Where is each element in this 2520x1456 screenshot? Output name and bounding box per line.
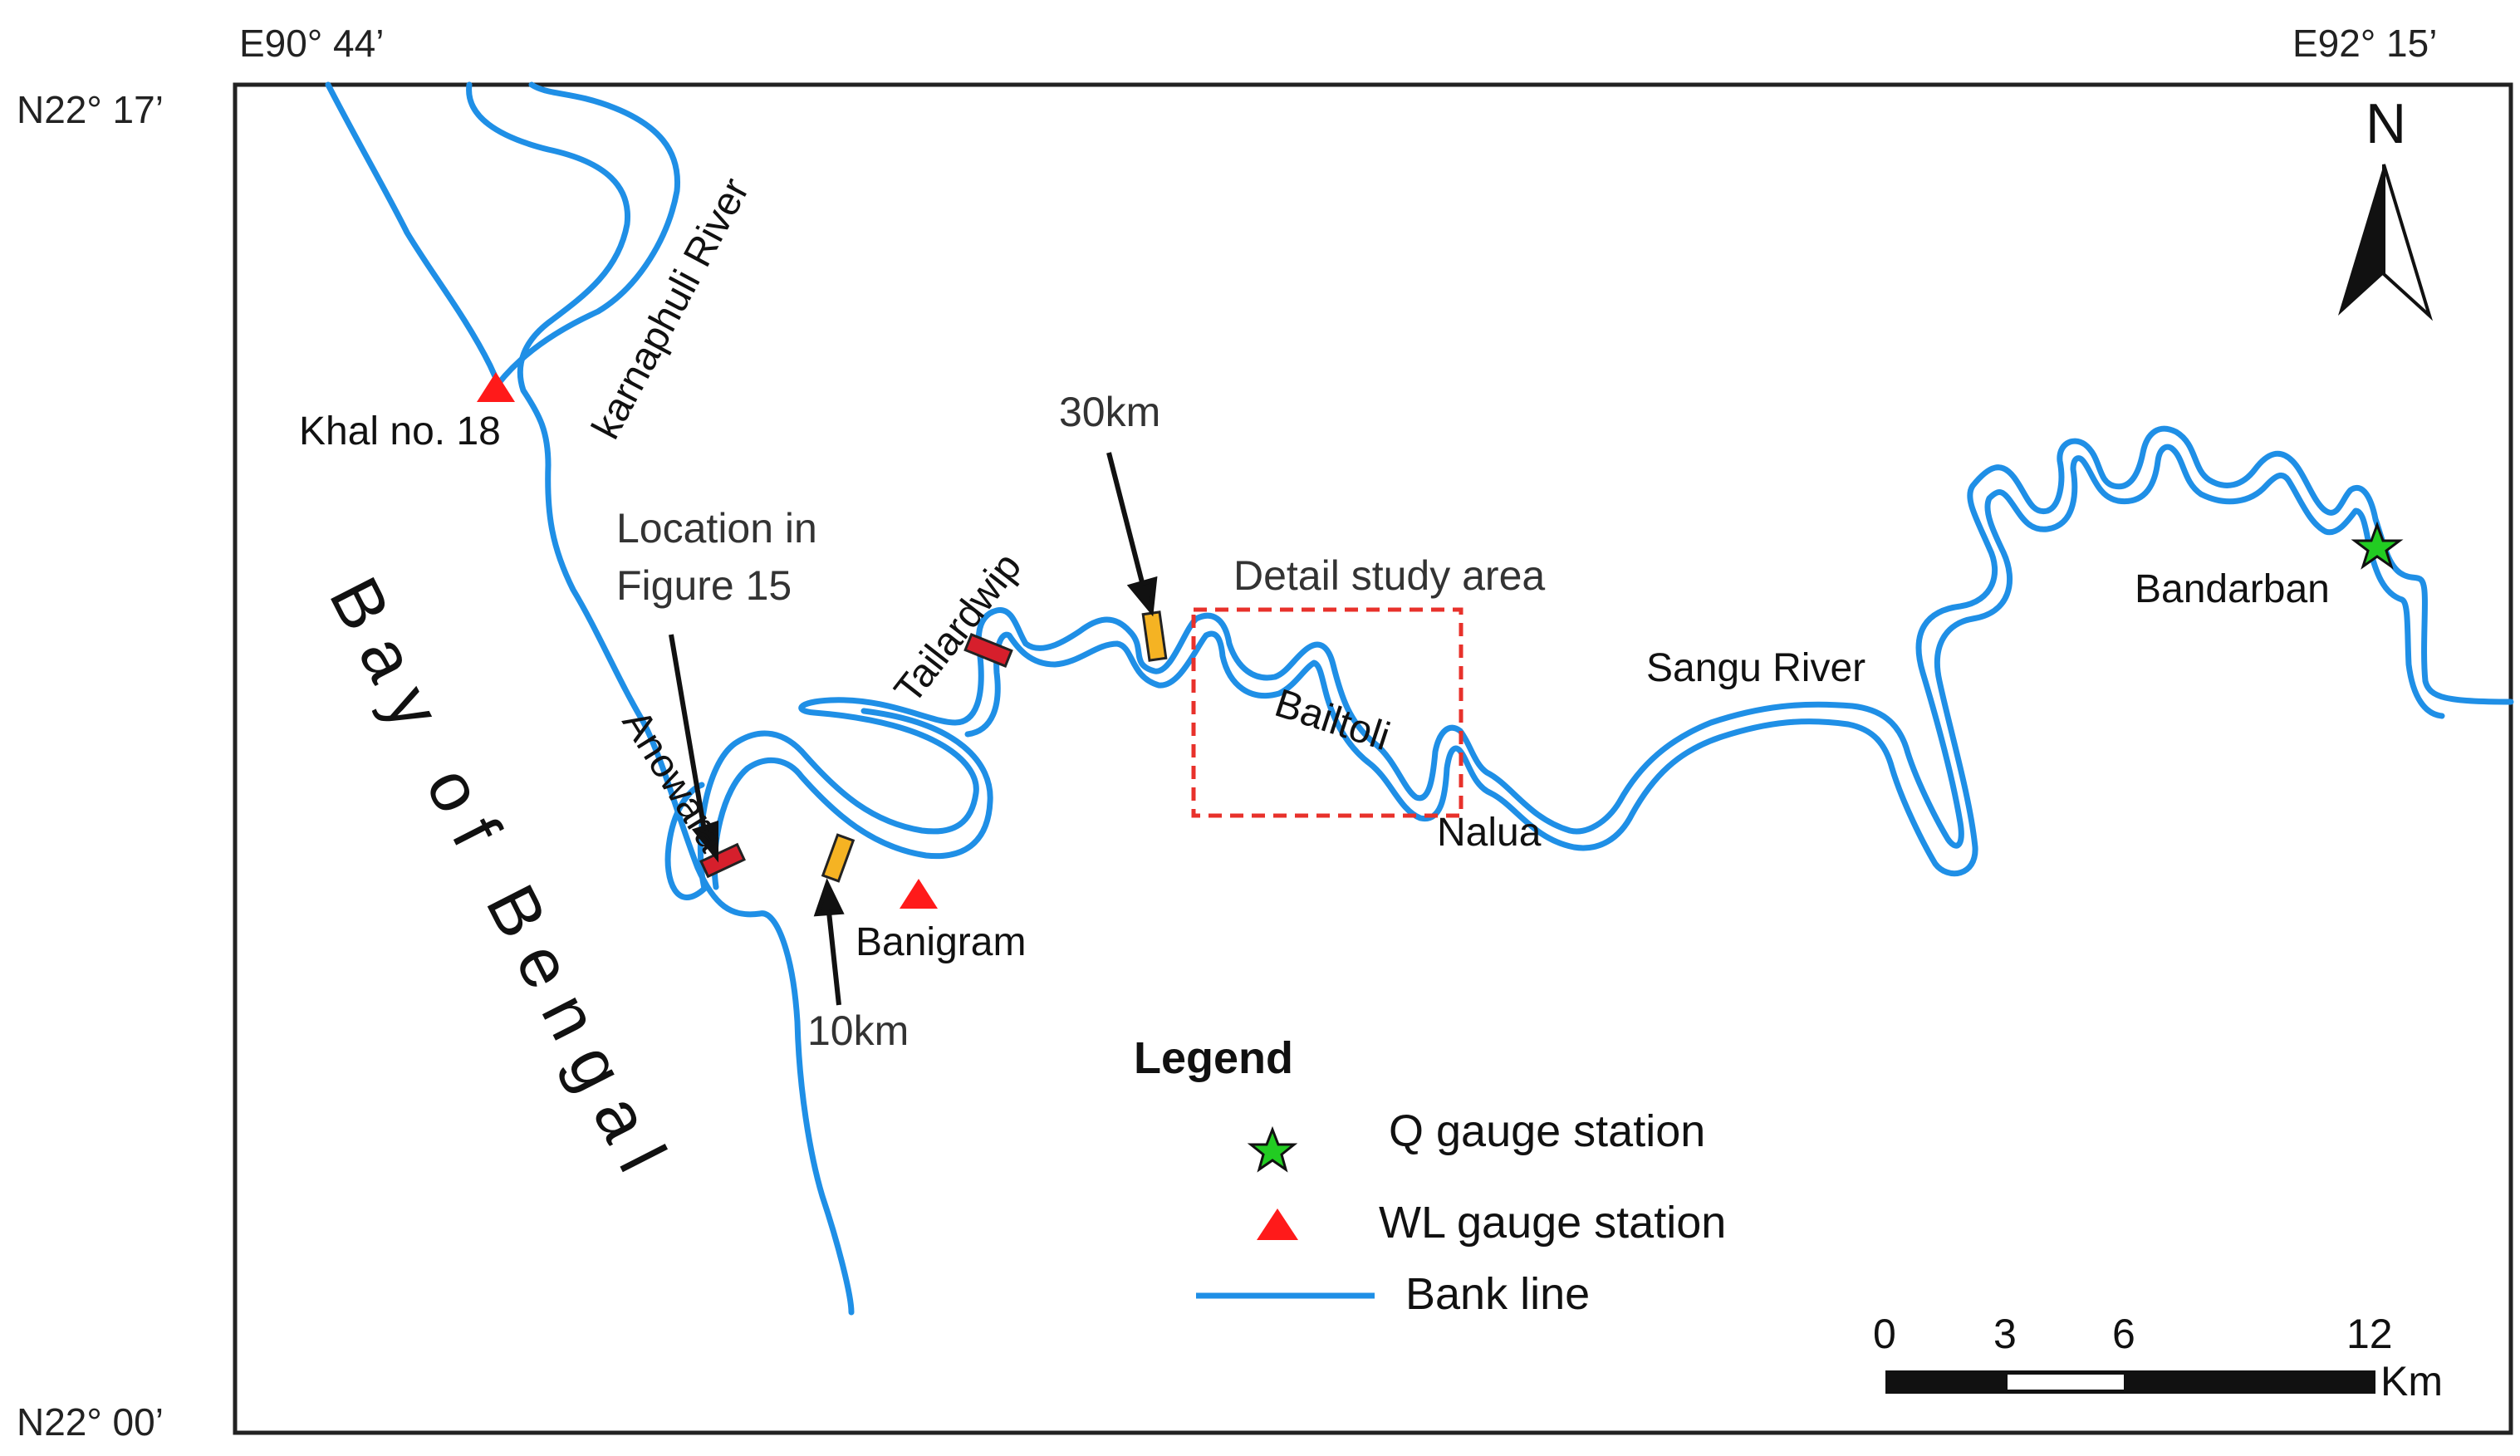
- legend-star-icon: [1247, 1125, 1298, 1173]
- scale-bar-segments: [1885, 1370, 2375, 1394]
- sangu-river-label: Sangu River: [1646, 646, 1865, 690]
- detail-study-area-box: [1191, 607, 1463, 818]
- legend-item-q-gauge: Q gauge station: [1389, 1106, 1705, 1156]
- scale-tick-3: 3: [1993, 1311, 2017, 1357]
- scale-tick-12: 12: [2346, 1311, 2393, 1357]
- 30km-label: 30km: [1059, 389, 1160, 435]
- cross-section-marker-yellow: [821, 833, 856, 883]
- q-gauge-station-star: [2351, 521, 2404, 570]
- arrow-icon: [1106, 452, 1158, 617]
- cross-section-marker-yellow: [1141, 610, 1168, 662]
- legend-triangle-icon: [1257, 1208, 1298, 1240]
- cross-section-marker-red: [699, 842, 746, 879]
- bandarban-label: Bandarban: [2135, 567, 2330, 611]
- tailardwip-label: Tailardwip: [886, 545, 1030, 712]
- sangu-river-north-bank: [697, 425, 2514, 892]
- anowara-label: Anowara: [614, 703, 734, 860]
- scale-unit: Km: [2380, 1358, 2443, 1405]
- legend-item-wl-gauge: WL gauge station: [1379, 1198, 1726, 1248]
- sangu-river-south-bank: [711, 444, 2445, 890]
- banigram-label: Banigram: [856, 920, 1026, 964]
- scale-bar-white-segment: [2008, 1375, 2124, 1390]
- lat-top-label: N22° 17’: [17, 88, 164, 131]
- wl-gauge-station-khal: [477, 372, 515, 402]
- scale-tick-6: 6: [2112, 1311, 2135, 1357]
- 10km-label: 10km: [807, 1007, 909, 1054]
- legend-title: Legend: [1134, 1033, 1293, 1083]
- location-figure-label-line2: Figure 15: [616, 562, 792, 609]
- legend: Legend Q gauge station WL gauge station …: [1134, 1033, 1726, 1319]
- legend-item-bank-line: Bank line: [1405, 1269, 1590, 1319]
- lon-left-label: E90° 44’: [239, 22, 384, 65]
- anowara-loop: [664, 782, 708, 900]
- arrow-icon: [669, 634, 718, 863]
- lat-bottom-label: N22° 00’: [17, 1400, 164, 1444]
- map-frame: [233, 82, 2513, 1435]
- scale-tick-0: 0: [1873, 1311, 1896, 1357]
- cross-section-marker-red: [963, 633, 1013, 668]
- arrow-icon: [813, 878, 845, 1006]
- detail-study-area-label: Detail study area: [1233, 552, 1545, 599]
- bailtoli-label: Bailtoli: [1270, 681, 1395, 759]
- karnaphuli-river-right-bank: [466, 81, 855, 1316]
- north-arrow-icon: N: [2338, 92, 2434, 321]
- khal-label: Khal no. 18: [299, 409, 501, 453]
- location-figure-label-line1: Location in: [616, 505, 817, 552]
- karnaphuli-river-left-bank: [325, 81, 681, 387]
- wl-gauge-station-banigram: [900, 879, 938, 909]
- north-arrow-label: N: [2366, 92, 2406, 155]
- nalua-label: Nalua: [1437, 811, 1542, 855]
- scale-bar: 0 3 6 12 Km: [1873, 1311, 2443, 1405]
- bay-of-bengal-label: Bay of Bengal: [315, 565, 689, 1199]
- lon-right-label: E92° 15’: [2292, 22, 2437, 65]
